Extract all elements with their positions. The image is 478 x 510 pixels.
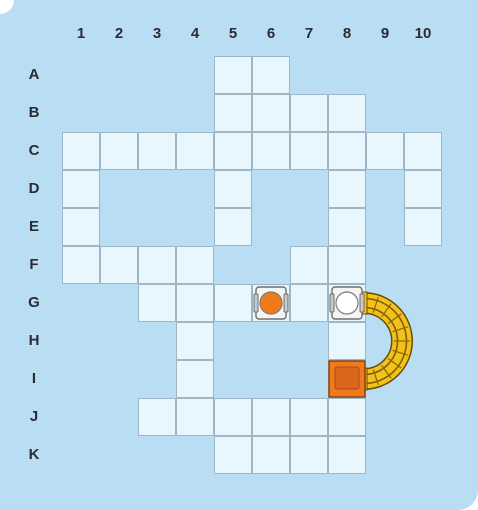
orange-block[interactable] — [329, 361, 365, 397]
ball-catcher[interactable] — [330, 287, 364, 319]
orange-block-face — [335, 367, 359, 389]
ball-catcher-ball — [336, 292, 358, 314]
ball-catcher-right-clip — [360, 294, 364, 312]
ball-launcher-right-clip — [284, 294, 288, 312]
ball-launcher-ball — [260, 292, 282, 314]
curved-track[interactable] — [361, 292, 410, 390]
ball-launcher-left-clip — [254, 294, 258, 312]
ball-catcher-left-clip — [330, 294, 334, 312]
ball-launcher[interactable] — [254, 287, 288, 319]
